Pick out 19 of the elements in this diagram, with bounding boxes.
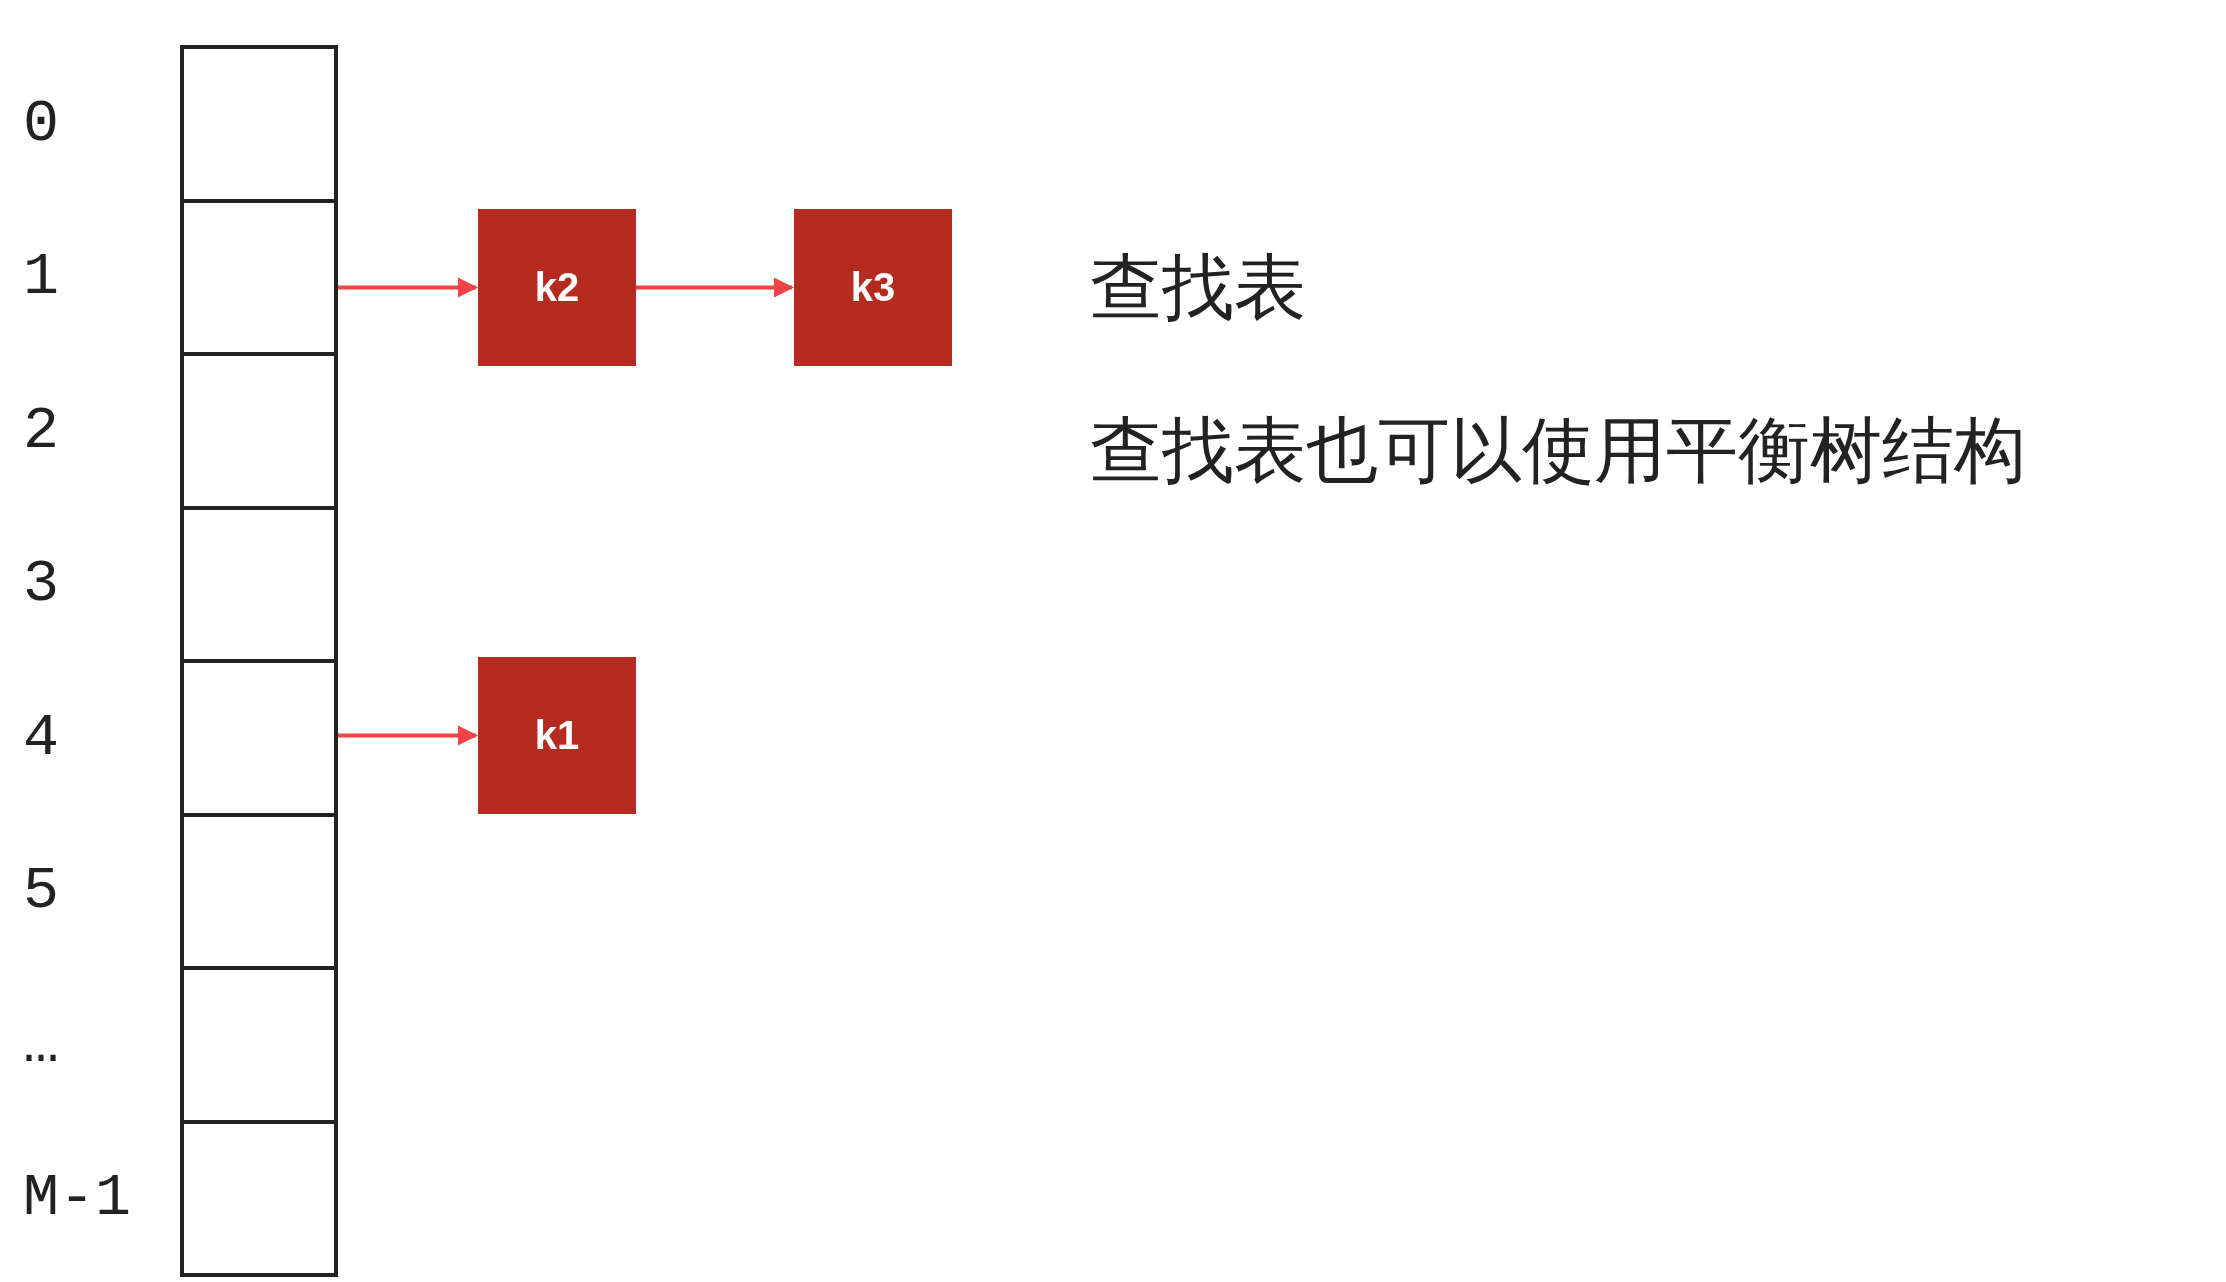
index-label: 3 [23,550,59,619]
arrow [636,277,794,298]
index-label: 4 [23,703,59,772]
index-label: 0 [23,89,59,158]
index-label: M-1 [23,1164,132,1233]
index-label: 5 [23,857,59,926]
key-label: k3 [850,265,896,310]
note-text: 查找表也可以使用平衡树结构 [1090,407,2026,494]
index-label: … [23,1010,59,1079]
index-label: 2 [23,396,59,465]
arrow [338,277,478,298]
key-label: k2 [534,265,580,310]
key-box [478,657,636,814]
arrow [338,725,478,746]
note-text: 查找表 [1090,244,1306,331]
key-label: k1 [534,713,580,758]
key-box [794,209,952,366]
key-box [478,209,636,366]
index-label: 1 [23,243,59,312]
